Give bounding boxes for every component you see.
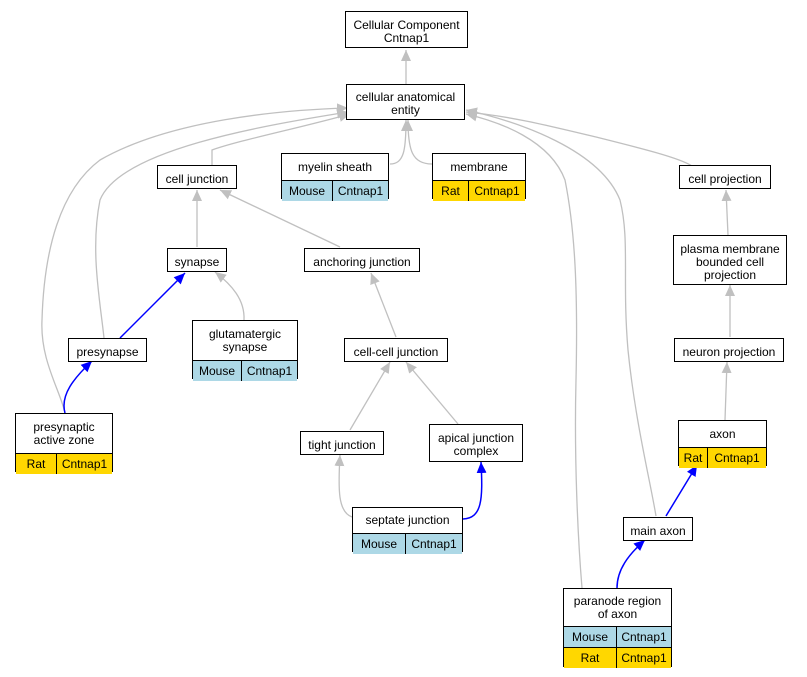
node-glutamatergic-synapse[interactable]: glutamatergic synapse Mouse Cntnap1 [192, 320, 298, 381]
edge-paranode-to-main-axon [616, 539, 646, 589]
species-label: Rat [679, 448, 707, 468]
edge-apical-to-cell-cell [405, 361, 459, 425]
annotation-row-2: Rat Cntnap1 [564, 647, 671, 668]
annotation-row: Rat Cntnap1 [679, 447, 766, 468]
edge-active-zone-to-presynapse [63, 360, 93, 414]
edge-tight-to-cell-cell [349, 361, 391, 431]
node-label: main axon [630, 523, 686, 538]
gene-label: Cntnap1 [56, 454, 112, 474]
node-main-axon[interactable]: main axon [623, 517, 693, 541]
node-paranode-region-of-axon[interactable]: paranode region of axon Mouse Cntnap1 Ra… [563, 588, 672, 668]
node-presynapse[interactable]: presynapse [68, 338, 147, 362]
node-tight-junction[interactable]: tight junction [300, 431, 384, 455]
species-label: Mouse [353, 534, 405, 554]
annotation-row: Rat Cntnap1 [16, 453, 112, 474]
gene-label: Cntnap1 [468, 181, 525, 201]
edge-anchoring-to-cell-junction [219, 189, 341, 248]
edge-glutamatergic-to-synapse [214, 271, 245, 321]
annotation-row: Rat Cntnap1 [433, 180, 525, 201]
gene-label: Cntnap1 [241, 361, 297, 381]
species-label: Mouse [564, 627, 616, 647]
annotation-row: Mouse Cntnap1 [353, 533, 462, 554]
edge-cell-junction-to-cae [211, 112, 351, 165]
node-label: tight junction [308, 437, 376, 452]
node-label: anchoring junction [313, 254, 411, 269]
edge-septate-to-apical [462, 461, 487, 520]
node-label: neuron projection [682, 344, 776, 359]
gene-label: Cntnap1 [707, 448, 766, 468]
node-label: Cellular Component Cntnap1 [353, 17, 460, 45]
edge-septate-to-tight [334, 454, 353, 518]
node-label: presynaptic active zone [33, 419, 95, 447]
gene-label: Cntnap1 [616, 648, 671, 668]
gene-label: Cntnap1 [616, 627, 671, 647]
edge-membrane-to-cae [403, 119, 433, 165]
species-label: Rat [564, 648, 616, 668]
edge-pmbcp-to-cell-projection [721, 189, 732, 236]
node-presynaptic-active-zone[interactable]: presynaptic active zone Rat Cntnap1 [15, 413, 113, 474]
node-cellular-component-root[interactable]: Cellular Component Cntnap1 [345, 11, 468, 48]
node-label: septate junction [365, 513, 450, 527]
species-label: Mouse [282, 181, 332, 201]
node-label: membrane [450, 159, 508, 174]
species-label: Rat [16, 454, 56, 474]
edge-presynapse-to-cae [95, 108, 349, 339]
node-plasma-membrane-bounded-cell-projection[interactable]: plasma membrane bounded cell projection [673, 235, 787, 285]
annotation-row: Mouse Cntnap1 [193, 360, 297, 381]
species-label: Mouse [193, 361, 241, 381]
node-label: cellular anatomical entity [355, 90, 456, 117]
node-label: cell-cell junction [353, 344, 439, 359]
node-label: glutamatergic synapse [208, 326, 282, 354]
node-label: axon [709, 426, 736, 441]
gene-label: Cntnap1 [332, 181, 388, 201]
node-cell-cell-junction[interactable]: cell-cell junction [344, 338, 448, 362]
edge-cell-cell-to-anchoring [370, 272, 397, 338]
node-neuron-projection[interactable]: neuron projection [674, 338, 784, 362]
node-axon[interactable]: axon Rat Cntnap1 [678, 420, 767, 468]
node-apical-junction-complex[interactable]: apical junction complex [429, 424, 523, 462]
annotation-row: Mouse Cntnap1 [564, 626, 671, 647]
node-membrane[interactable]: membrane Rat Cntnap1 [432, 153, 526, 201]
edge-paranode-to-cae [465, 111, 583, 589]
node-label: myelin sheath [297, 159, 373, 174]
edge-cell-projection-to-cae [465, 108, 693, 167]
node-label: plasma membrane bounded cell projection [680, 241, 780, 282]
node-label: paranode region of axon [573, 593, 662, 621]
node-cellular-anatomical-entity[interactable]: cellular anatomical entity [346, 84, 465, 120]
edge-presynapse-to-synapse [119, 272, 186, 339]
gene-label: Cntnap1 [405, 534, 462, 554]
edge-axon-to-neuron-projection [721, 361, 732, 421]
annotation-row: Mouse Cntnap1 [282, 180, 388, 201]
node-myelin-sheath[interactable]: myelin sheath Mouse Cntnap1 [281, 153, 389, 201]
edge-main-axon-to-cae [465, 107, 657, 517]
node-anchoring-junction[interactable]: anchoring junction [304, 248, 420, 272]
node-label: cell projection [688, 171, 762, 186]
node-cell-junction[interactable]: cell junction [157, 165, 237, 189]
node-synapse[interactable]: synapse [167, 248, 227, 272]
species-label: Rat [433, 181, 468, 201]
node-label: apical junction complex [437, 431, 515, 458]
node-label: synapse [174, 254, 220, 269]
edge-myelin-sheath-to-cae [389, 119, 411, 165]
node-label: cell junction [165, 171, 229, 186]
node-cell-projection[interactable]: cell projection [679, 165, 771, 189]
edge-active-zone-to-cae [41, 103, 349, 414]
node-septate-junction[interactable]: septate junction Mouse Cntnap1 [352, 507, 463, 554]
node-label: presynapse [76, 344, 139, 359]
edge-main-axon-to-axon [665, 464, 698, 517]
